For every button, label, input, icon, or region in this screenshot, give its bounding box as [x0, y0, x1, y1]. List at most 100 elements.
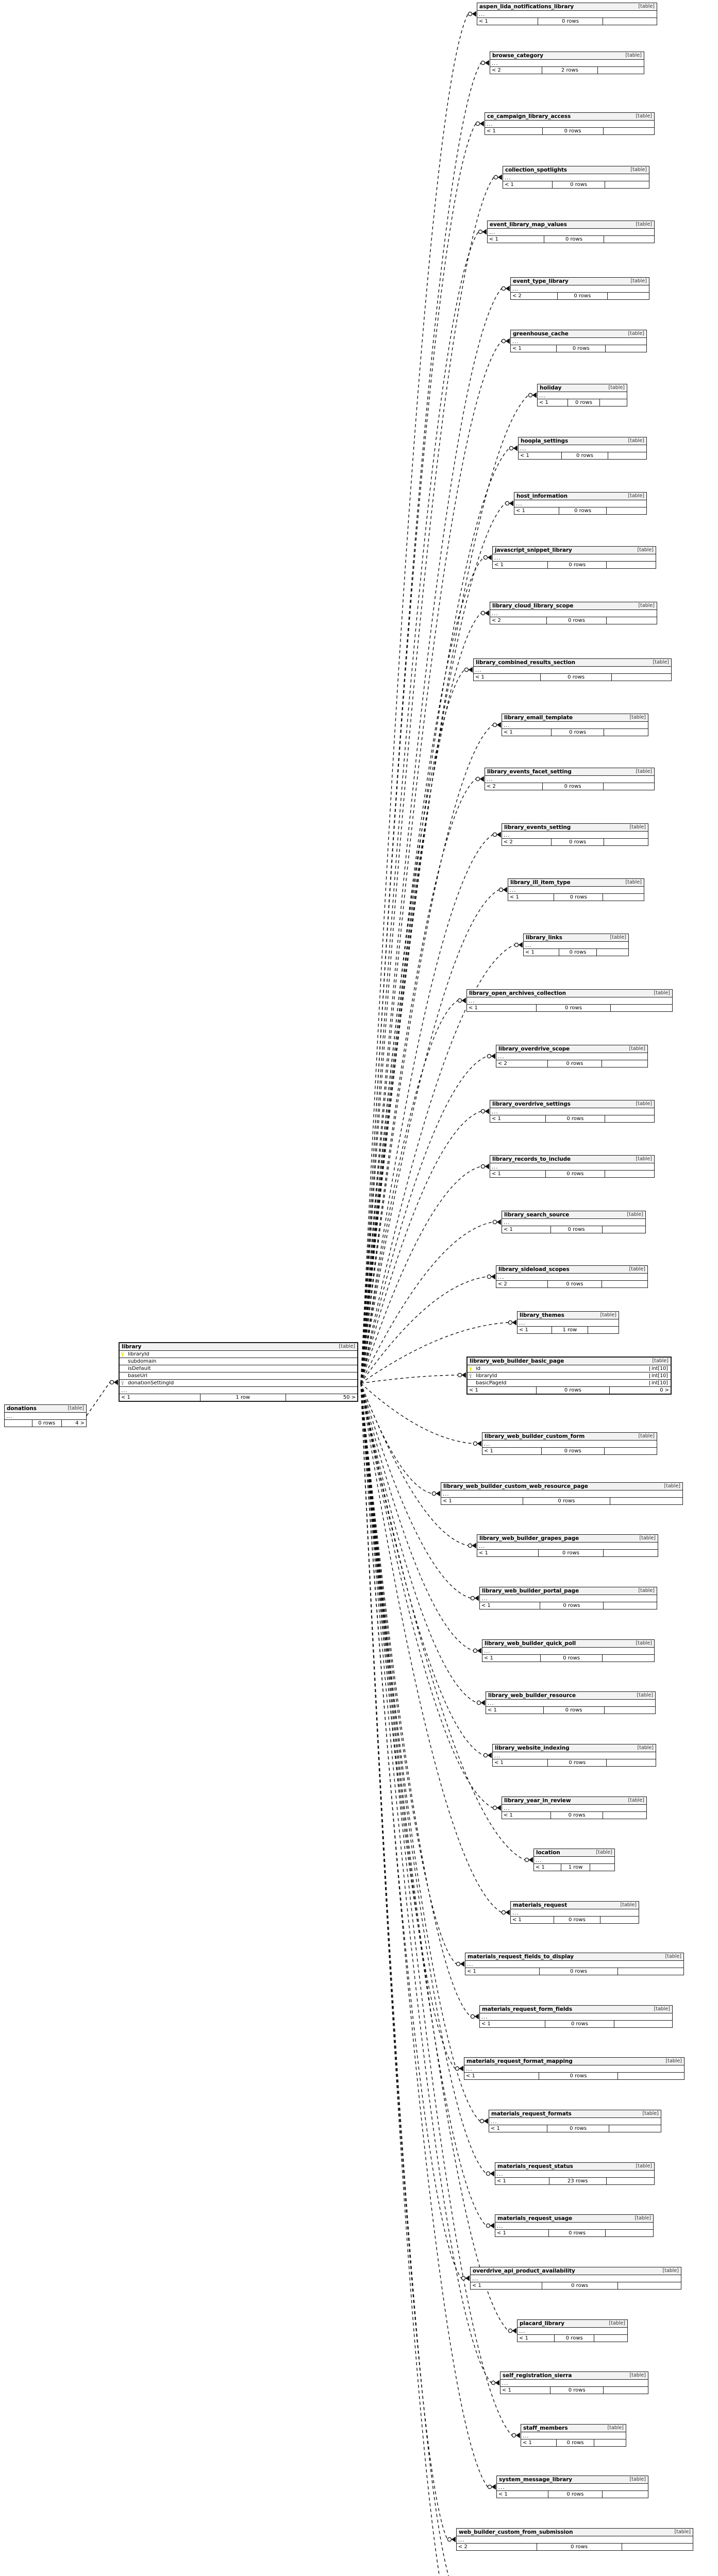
table-name: library_website_indexing — [495, 1744, 570, 1751]
crows-foot-marker — [496, 832, 501, 838]
table-node-overdrive-api-product-availability[interactable]: overdrive_api_product_availability[table… — [470, 2267, 681, 2290]
foreign-key-icon — [120, 1381, 126, 1385]
footer-children-count — [606, 2230, 653, 2236]
table-name: materials_request — [513, 1902, 567, 1908]
footer-children-count — [618, 2282, 681, 2289]
relationship-edge — [360, 557, 484, 1384]
cardinality-zero-marker — [498, 887, 504, 892]
table-node-materials-request-format-mapping[interactable]: materials_request_format_mapping[table].… — [464, 2057, 684, 2080]
column-name: libraryId — [128, 1351, 149, 1357]
cardinality-zero-marker — [457, 998, 462, 1003]
table-node-library-web-builder-custom-form[interactable]: library_web_builder_custom_form[table]..… — [482, 1432, 657, 1455]
table-node-library-web-builder-grapes-page[interactable]: library_web_builder_grapes_page[table]..… — [477, 1534, 658, 1557]
table-node-web-builder-custom-from-submission[interactable]: web_builder_custom_from_submission[table… — [456, 2528, 693, 2551]
table-node-library-combined-results-section[interactable]: library_combined_results_section[table].… — [473, 658, 672, 681]
table-type-tag: [table] — [636, 1156, 652, 1162]
table-name: materials_request_format_mapping — [466, 2058, 573, 2064]
table-node-aspen-lida-notifications-library[interactable]: aspen_lida_notifications_library[table].… — [477, 3, 657, 25]
relationship-edge — [360, 177, 494, 1384]
footer-row-count: 0 rows — [541, 674, 612, 681]
table-node-library-web-builder-custom-web-resource-page[interactable]: library_web_builder_custom_web_resource_… — [441, 1482, 683, 1505]
table-node-donations[interactable]: donations [table] ... 0 rows 4 > — [4, 1404, 87, 1427]
table-header: library_web_builder_basic_page [table] — [467, 1358, 671, 1365]
table-node-library-web-builder-quick-poll[interactable]: library_web_builder_quick_poll[table]...… — [482, 1639, 655, 1662]
table-name: materials_request_fields_to_display — [467, 1953, 574, 1960]
table-node-materials-request-form-fields[interactable]: materials_request_form_fields[table]...<… — [479, 2005, 673, 2028]
footer-children-count — [607, 562, 656, 568]
table-type-tag: [table] — [654, 990, 670, 996]
cardinality-zero-marker — [470, 2014, 475, 2019]
table-name: library_cloud_library_scope — [492, 602, 574, 609]
columns-ellipsis: ... — [474, 667, 671, 674]
footer-row-count: 0 rows — [547, 617, 607, 624]
table-node-library-open-archives-collection[interactable]: library_open_archives_collection[table].… — [466, 989, 673, 1012]
footer-parents-count: < 1 — [517, 2335, 555, 2342]
cardinality-zero-marker — [480, 1109, 486, 1114]
table-header: greenhouse_cache[table] — [511, 330, 646, 338]
table-node-library-web-builder-portal-page[interactable]: library_web_builder_portal_page[table]..… — [479, 1587, 657, 1609]
table-node-library-web-builder-resource[interactable]: library_web_builder_resource[table]...< … — [486, 1691, 656, 1714]
table-node-materials-request-fields-to-display[interactable]: materials_request_fields_to_display[tabl… — [465, 1953, 684, 1975]
table-type-tag: [table] — [629, 1266, 645, 1273]
relationship-edge — [86, 1382, 110, 1416]
table-name: library_web_builder_portal_page — [482, 1587, 579, 1594]
table-node-library-events-facet-setting[interactable]: library_events_facet_setting[table]...< … — [485, 768, 655, 790]
crows-foot-marker — [515, 2432, 520, 2438]
table-header: library_web_builder_custom_web_resource_… — [441, 1483, 682, 1490]
table-name: staff_members — [523, 2425, 568, 2431]
table-node-library-cloud-library-scope[interactable]: library_cloud_library_scope[table]...< 2… — [490, 602, 657, 624]
columns-ellipsis: ... — [493, 554, 656, 562]
footer-row-count: 0 rows — [558, 293, 608, 299]
foreign-key-icon — [467, 1374, 474, 1378]
table-type-tag: [table] — [664, 1483, 680, 1489]
footer-row-count: 1 row — [561, 1864, 591, 1871]
table-name: host_information — [516, 493, 567, 499]
table-name: materials_request_form_fields — [482, 2006, 572, 2012]
table-node-library-web-builder-basic-page[interactable]: library_web_builder_basic_page [table] i… — [466, 1357, 672, 1395]
table-name: event_library_map_values — [490, 221, 567, 228]
footer-children-count — [594, 2439, 626, 2446]
crows-foot-marker — [480, 1700, 485, 1706]
relationship-edge — [360, 1383, 477, 1703]
table-name: library_web_builder_custom_form — [485, 1433, 585, 1439]
crows-foot-marker — [459, 2065, 463, 2072]
table-name: library_web_builder_quick_poll — [485, 1640, 576, 1647]
crows-foot-marker — [513, 445, 517, 451]
table-type-tag: [table] — [630, 278, 647, 284]
cardinality-zero-marker — [509, 446, 514, 451]
